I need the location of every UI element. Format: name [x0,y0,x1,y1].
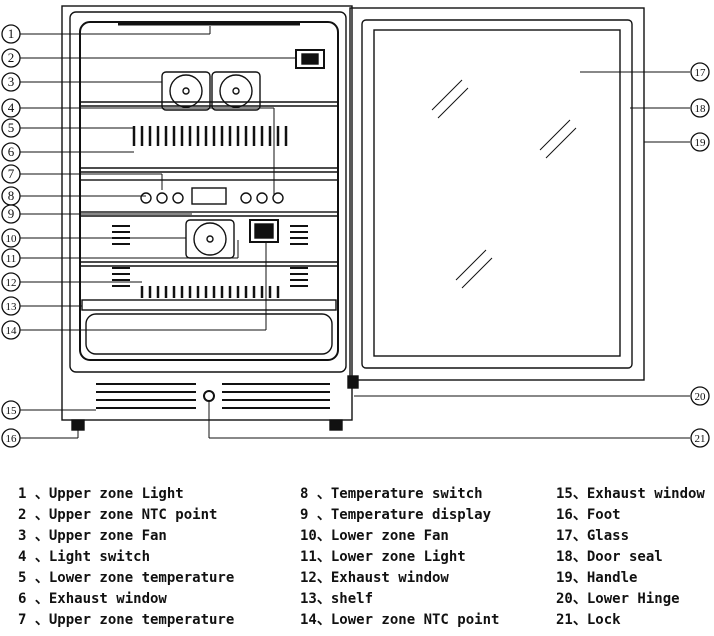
callout-number: 11 [6,253,17,265]
callout-circle [1,428,21,448]
callout-number: 19 [695,137,707,149]
callout-number: 9 [8,206,15,221]
lower-ntc-sensor [249,219,279,243]
callout-circle [690,62,710,82]
callout-number: 10 [6,233,18,245]
temperature-display [191,187,227,205]
legend-item: 3 、Upper zone Fan [18,528,167,544]
knob-3 [172,192,184,204]
callout-number: 5 [8,120,15,135]
callout-circle [690,386,710,406]
side-vents [112,225,308,287]
legend-item: 2 、Upper zone NTC point [18,507,218,523]
legend-item: 21、Lock [556,612,621,628]
knob-1 [140,192,152,204]
cabinet-outline [61,5,353,421]
callout-number: 6 [8,144,15,159]
legend-item: 13、shelf [300,591,374,607]
callout-number: 13 [6,301,18,313]
legend-item: 4 、Light switch [18,549,151,565]
shelf-lower [81,299,337,311]
door-seal [361,19,633,369]
callout-circle [1,142,21,162]
knob-4 [240,192,252,204]
callout-number: 1 [8,26,15,41]
foot-left [71,419,85,431]
callout-number: 18 [695,103,707,115]
callout-circle [1,320,21,340]
callout-circle [1,204,21,224]
door-glass [373,29,621,357]
foot-right [329,419,343,431]
legend-item: 8 、Temperature switch [300,486,483,502]
callout-circle [1,296,21,316]
callout-circle [1,400,21,420]
legend-item: 20、Lower Hinge [556,591,680,607]
callout-circle [690,132,710,152]
legend: 1 、Upper zone Light 2 、Upper zone NTC po… [0,478,714,636]
lower-exhaust-slats [140,286,280,298]
legend-item: 16、Foot [556,507,621,523]
callout-number: 21 [695,433,706,445]
callout-number: 12 [6,277,17,289]
callout-number: 4 [8,100,15,115]
callout-circle [1,24,21,44]
legend-item: 18、Door seal [556,549,663,565]
callout-circle [1,248,21,268]
legend-item: 15、Exhaust window [556,486,705,502]
legend-item: 10、Lower zone Fan [300,528,449,544]
callout-number: 16 [6,433,18,445]
door-outer [349,7,645,381]
callout-circle [690,98,710,118]
callout-circle [1,98,21,118]
callout-circle [1,72,21,92]
knob-5 [256,192,268,204]
upper-ntc-sensor [295,49,325,69]
legend-item: 7 、Upper zone temperature [18,612,235,628]
callout-number: 20 [695,391,707,403]
callout-circle [1,164,21,184]
legend-item: 9 、Temperature display [300,507,492,523]
bottom-bin [85,313,333,355]
base-exhaust-grille [96,383,330,409]
callout-number: 8 [8,188,15,203]
door-hinge [347,375,359,389]
upper-exhaust-slats [132,126,288,146]
knob-2 [156,192,168,204]
callout-circle [1,228,21,248]
callout-circle [690,428,710,448]
callout-number: 15 [6,405,18,417]
legend-item: 11、Lower zone Light [300,549,466,565]
callout-number: 2 [8,50,15,65]
legend-item: 5 、Lower zone temperature [18,570,235,586]
callout-number: 7 [8,166,15,181]
cabinet-inner-frame [69,11,347,373]
callout-circle [1,272,21,292]
legend-item: 17、Glass [556,528,630,544]
leader-lines [18,26,690,439]
callout-circle [1,118,21,138]
legend-item: 19、Handle [556,570,638,586]
legend-item: 1 、Upper zone Light [18,486,184,502]
legend-item: 14、Lower zone NTC point [300,612,500,628]
callout-number: 14 [6,325,18,337]
lower-zone-fan [185,219,235,259]
legend-item: 12、Exhaust window [300,570,449,586]
knob-6 [272,192,284,204]
callout-number: 3 [8,74,15,89]
callout-circle [1,48,21,68]
callout-number: 17 [695,67,707,79]
upper-zone-fan-left [161,71,211,111]
legend-item: 6 、Exhaust window [18,591,167,607]
upper-zone-fan-right [211,71,261,111]
lock [203,390,215,402]
